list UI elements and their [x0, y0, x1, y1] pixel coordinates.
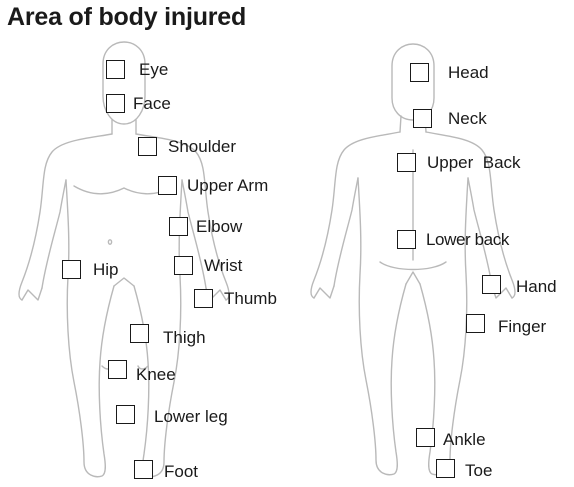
eye-label: Eye: [139, 61, 168, 78]
upper-back-checkbox[interactable]: [397, 153, 416, 172]
shoulder-label: Shoulder: [168, 138, 236, 155]
checkbox-lower-back[interactable]: Lower back: [397, 230, 509, 249]
checkbox-foot[interactable]: Foot: [134, 460, 198, 479]
foot-checkbox[interactable]: [134, 460, 153, 479]
knee-checkbox[interactable]: [108, 360, 127, 379]
face-checkbox[interactable]: [106, 94, 125, 113]
lower-back-label: Lower back: [426, 231, 509, 248]
checkbox-eye[interactable]: Eye: [106, 60, 168, 79]
upper-arm-checkbox[interactable]: [158, 176, 177, 195]
upper-arm-label: Upper Arm: [187, 177, 268, 194]
checkbox-elbow[interactable]: Elbow: [169, 217, 242, 236]
toe-checkbox[interactable]: [436, 459, 455, 478]
knee-label: Knee: [136, 366, 176, 383]
head-label: Head: [448, 64, 489, 81]
page-title: Area of body injured: [7, 3, 246, 32]
hand-checkbox[interactable]: [482, 275, 501, 294]
ankle-label: Ankle: [443, 431, 486, 448]
checkbox-shoulder[interactable]: Shoulder: [138, 137, 236, 156]
shoulder-checkbox[interactable]: [138, 137, 157, 156]
checkbox-finger[interactable]: Finger: [466, 314, 546, 333]
thumb-label: Thumb: [224, 290, 277, 307]
thigh-checkbox[interactable]: [130, 324, 149, 343]
checkbox-ankle[interactable]: Ankle: [416, 428, 486, 447]
checkbox-wrist[interactable]: Wrist: [174, 256, 242, 275]
checkbox-hip[interactable]: Hip: [62, 260, 119, 279]
checkbox-upper-back[interactable]: Upper Back: [397, 153, 521, 172]
checkbox-neck[interactable]: Neck: [413, 109, 487, 128]
checkbox-lower-leg[interactable]: Lower leg: [116, 405, 228, 424]
thumb-checkbox[interactable]: [194, 289, 213, 308]
head-checkbox[interactable]: [410, 63, 429, 82]
upper-back-label: Upper Back: [427, 154, 521, 171]
checkbox-face[interactable]: Face: [106, 94, 171, 113]
elbow-checkbox[interactable]: [169, 217, 188, 236]
checkbox-upper-arm[interactable]: Upper Arm: [158, 176, 268, 195]
checkbox-thigh[interactable]: Thigh: [130, 324, 206, 343]
finger-checkbox[interactable]: [466, 314, 485, 333]
eye-checkbox[interactable]: [106, 60, 125, 79]
toe-label: Toe: [465, 462, 492, 479]
face-label: Face: [133, 95, 171, 112]
thigh-label: Thigh: [163, 329, 206, 346]
checkbox-head[interactable]: Head: [410, 63, 489, 82]
finger-label: Finger: [498, 318, 546, 335]
neck-checkbox[interactable]: [413, 109, 432, 128]
hip-checkbox[interactable]: [62, 260, 81, 279]
lower-back-checkbox[interactable]: [397, 230, 416, 249]
checkbox-toe[interactable]: Toe: [436, 459, 492, 478]
wrist-checkbox[interactable]: [174, 256, 193, 275]
wrist-label: Wrist: [204, 257, 242, 274]
elbow-label: Elbow: [196, 218, 242, 235]
neck-label: Neck: [448, 110, 487, 127]
lower-leg-checkbox[interactable]: [116, 405, 135, 424]
lower-leg-label: Lower leg: [154, 408, 228, 425]
checkbox-thumb[interactable]: Thumb: [194, 289, 277, 308]
foot-label: Foot: [164, 463, 198, 480]
hip-label: Hip: [93, 261, 119, 278]
checkbox-hand[interactable]: Hand: [482, 275, 557, 294]
ankle-checkbox[interactable]: [416, 428, 435, 447]
hand-label: Hand: [516, 278, 557, 295]
checkbox-knee[interactable]: Knee: [108, 360, 176, 379]
